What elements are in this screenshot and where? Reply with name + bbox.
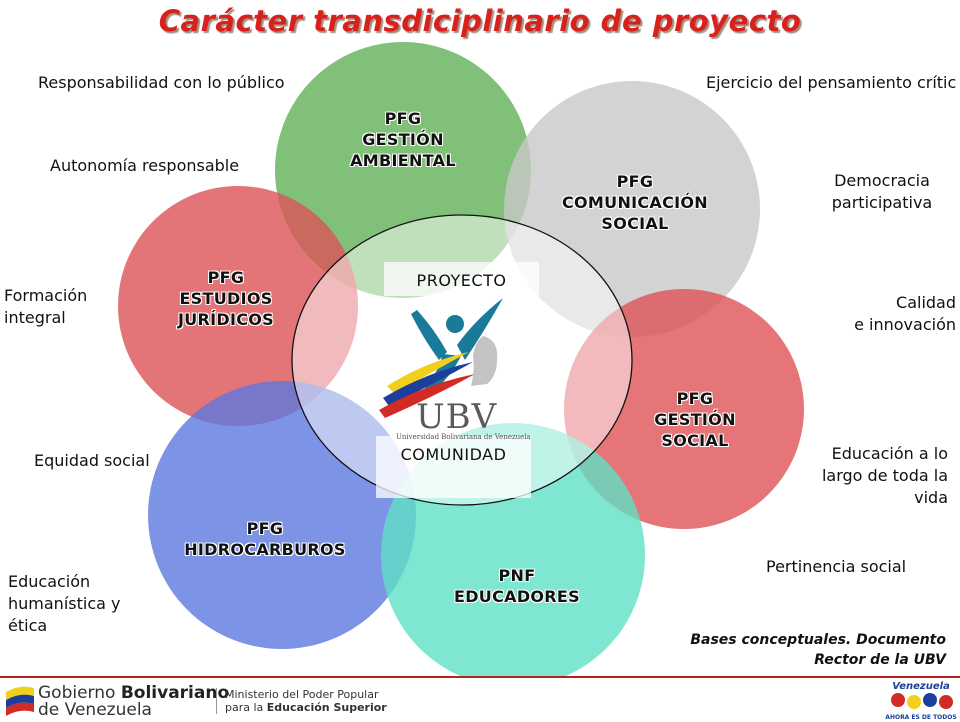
- ubv-logo-text: UBV: [416, 397, 498, 437]
- circle-label-line: PFG: [616, 172, 654, 191]
- circle-label-line: GESTIÓN: [654, 410, 736, 429]
- gobierno-word: Gobierno: [38, 683, 116, 703]
- footer-bar: Gobierno Bolivariano de Venezuela Minist…: [0, 676, 960, 722]
- label-educacion-vida-line3: vida: [914, 488, 948, 507]
- label-calidad-line2: e innovación: [854, 315, 956, 334]
- circle-label-educadores: PNF EDUCADORES: [432, 565, 602, 607]
- label-responsabilidad: Responsabilidad con lo público: [38, 73, 285, 92]
- ubv-logo: [379, 298, 503, 418]
- logo-figure-left-arm: [411, 310, 447, 360]
- source-note: Bases conceptuales. Documento Rector de …: [690, 630, 946, 670]
- label-calidad: Calidad e innovación: [854, 292, 956, 336]
- label-humanistica-line3: ética: [8, 616, 48, 635]
- label-formacion-line1: Formación: [4, 286, 88, 305]
- vz-figure-yellow: [907, 695, 921, 709]
- label-educacion-vida: Educación a lo largo de toda la vida: [822, 443, 948, 509]
- label-formacion: Formación integral: [4, 285, 87, 329]
- label-pertinencia: Pertinencia social: [766, 557, 907, 576]
- gobierno-line1: Gobierno Bolivariano: [38, 685, 229, 702]
- circle-label-line: PFG: [676, 389, 714, 408]
- gobierno-line2: de Venezuela: [38, 700, 152, 720]
- source-note-line1: Bases conceptuales. Documento: [690, 632, 946, 648]
- circle-label-line: ESTUDIOS: [179, 289, 273, 308]
- label-formacion-line2: integral: [4, 308, 66, 327]
- ministerio-text: Ministerio del Poder Popular para la Edu…: [216, 688, 387, 714]
- circle-label-hidrocarburos: PFG HIDROCARBUROS: [170, 518, 360, 560]
- circle-label-line: COMUNICACIÓN: [561, 193, 708, 212]
- circle-label-gestion-social: PFG GESTIÓN SOCIAL: [615, 388, 775, 451]
- source-note-line2: Rector de la UBV: [814, 652, 946, 668]
- label-equidad: Equidad social: [34, 451, 150, 470]
- label-humanistica-line2: humanística y: [8, 594, 121, 613]
- label-pensamiento: Ejercicio del pensamiento crític: [706, 73, 957, 92]
- vz-top-text: Venezuela: [892, 681, 950, 692]
- vz-figure-blue: [923, 693, 937, 707]
- circle-label-line: SOCIAL: [601, 214, 669, 233]
- ministerio-bold: Educación Superior: [266, 701, 387, 714]
- ministerio-line1: Ministerio del Poder Popular: [225, 688, 379, 701]
- logo-figure-right-arm: [457, 298, 503, 360]
- label-democracia: Democracia participativa: [820, 170, 944, 214]
- proyecto-label: PROYECTO: [384, 262, 539, 296]
- page-title: Carácter transdiciplinario de proyecto: [158, 4, 802, 38]
- label-educacion-vida-line2: largo de toda la: [821, 466, 948, 485]
- ministerio-para: para la: [225, 701, 264, 714]
- ubv-logo-subtitle: Universidad Bolivariana de Venezuela: [396, 433, 531, 441]
- vz-figure-red-2: [939, 695, 953, 709]
- circle-label-estudios-juridicos: PFG ESTUDIOS JURÍDICOS: [146, 267, 306, 330]
- label-democracia-line2: participativa: [831, 193, 933, 212]
- circle-label-line: PFG: [384, 109, 422, 128]
- gobierno-logo-text: Gobierno Bolivariano de Venezuela: [38, 685, 229, 719]
- venezuela-flag-icon: [6, 686, 34, 716]
- label-educacion-vida-line1: Educación a lo: [831, 444, 948, 463]
- vz-bottom-text: AHORA ES DE TODOS: [885, 714, 956, 721]
- comunidad-label: COMUNIDAD: [376, 436, 531, 498]
- circle-label-line: GESTIÓN: [362, 130, 444, 149]
- logo-figure-head: [446, 315, 464, 333]
- label-humanistica: Educación humanística y ética: [8, 571, 120, 637]
- bolivariano-word: Bolivariano: [120, 683, 230, 703]
- logo-flag-red: [379, 374, 475, 418]
- label-calidad-line1: Calidad: [896, 293, 956, 312]
- circle-label-comunicacion-social: PFG COMUNICACIÓN SOCIAL: [540, 171, 730, 234]
- label-autonomia: Autonomía responsable: [50, 156, 240, 175]
- circle-label-line: JURÍDICOS: [177, 310, 275, 329]
- circle-label-line: SOCIAL: [661, 431, 729, 450]
- logo-flag-blue: [383, 362, 473, 406]
- circle-label-gestion-ambiental: PFG GESTIÓN AMBIENTAL: [323, 108, 483, 171]
- circle-label-line: PFG: [207, 268, 245, 287]
- label-democracia-line1: Democracia: [834, 171, 930, 190]
- central-ellipse: [291, 214, 633, 506]
- venezuela-ahora-logo: Venezuela AHORA ES DE TODOS: [885, 681, 956, 721]
- label-humanistica-line1: Educación: [8, 572, 91, 591]
- circle-label-line: HIDROCARBUROS: [184, 540, 346, 559]
- vz-figure-red: [891, 693, 905, 707]
- logo-flag-yellow: [387, 352, 469, 394]
- circle-label-line: EDUCADORES: [454, 587, 580, 606]
- circle-label-line: AMBIENTAL: [350, 151, 456, 170]
- ministerio-line2: para la Educación Superior: [225, 701, 387, 714]
- logo-bolivar-profile: [471, 336, 498, 386]
- circle-label-line: PNF: [498, 566, 536, 585]
- circle-label-line: PFG: [246, 519, 284, 538]
